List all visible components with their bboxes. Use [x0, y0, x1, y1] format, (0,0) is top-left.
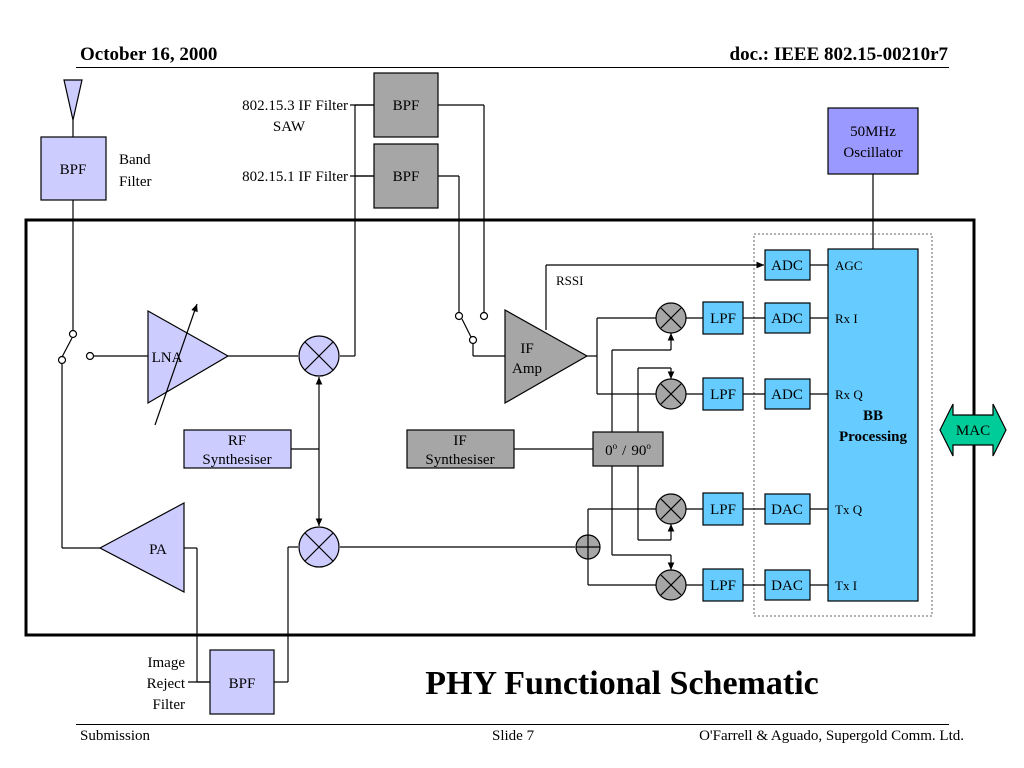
tx-summer	[575, 534, 601, 560]
image-reject-label-2: Reject	[147, 676, 186, 692]
footer-authors: O'Farrell & Aguado, Supergold Comm. Ltd.	[699, 728, 964, 744]
image-reject-bpf-block: BPF	[209, 649, 275, 715]
rf-synth-label-1: RF	[228, 433, 246, 449]
bt-bpf-label: BPF	[393, 169, 420, 185]
footer-rule	[76, 724, 949, 725]
svg-text:ADC: ADC	[771, 311, 803, 327]
lpf-tx-q: LPF	[702, 492, 744, 526]
agc-port-label: AGC	[835, 258, 862, 273]
rx-q-mixer	[655, 378, 687, 410]
svg-text:ADC: ADC	[771, 387, 803, 403]
image-reject-bpf-label: BPF	[229, 676, 256, 692]
footer-slide-number: Slide 7	[492, 728, 535, 744]
image-reject-label-1: Image	[148, 655, 186, 671]
band-filter-label-1: Band	[119, 152, 151, 168]
phase-0-degree: o	[613, 441, 618, 451]
pa-block: PA	[98, 501, 185, 593]
mac-label: MAC	[956, 423, 990, 439]
svg-text:DAC: DAC	[771, 578, 803, 594]
image-reject-label-3: Filter	[153, 697, 186, 713]
rx-i-port-label: Rx I	[835, 311, 858, 326]
bb-label-2: Processing	[839, 429, 908, 445]
oscillator-label-2: Oscillator	[843, 145, 902, 161]
header-doc-id: doc.: IEEE 802.15-00210r7	[729, 44, 949, 65]
band-filter-bpf-label: BPF	[60, 162, 87, 178]
antenna-icon	[63, 79, 83, 121]
bb-label-1: BB	[863, 408, 883, 424]
lpf-tx-i: LPF	[702, 568, 744, 602]
tx-rf-mixer	[298, 526, 340, 568]
svg-text:0o/90o: 0o/90o	[605, 441, 651, 459]
lpf-rx-i: LPF	[702, 301, 744, 335]
dac-tx-q: DAC	[764, 493, 811, 525]
rf-synthesiser-block: RF Synthesiser	[183, 429, 292, 469]
tx-i-mixer	[655, 569, 687, 601]
baseband-region	[753, 233, 933, 617]
band-filter-label-2: Filter	[119, 174, 152, 190]
oscillator-block: 50MHz Oscillator	[827, 107, 919, 175]
if-synthesiser-block: IF Synthesiser	[406, 429, 515, 469]
phase-90-label: 90	[631, 443, 646, 459]
lna-block: LNA	[147, 303, 230, 426]
signal-wires	[57, 104, 874, 683]
tx-i-port-label: Tx I	[835, 578, 857, 593]
saw-bpf-label: BPF	[393, 98, 420, 114]
phase-splitter-block: 0o/90o	[592, 431, 664, 467]
adc-rx-q: ADC	[764, 378, 811, 410]
slide-title: PHY Functional Schematic	[425, 665, 819, 702]
svg-text:DAC: DAC	[771, 502, 803, 518]
bt-bpf-block: BPF	[373, 143, 439, 209]
header-rule	[76, 67, 949, 68]
band-filter-block: BPF	[40, 136, 107, 201]
if-filter-saw-label-1: 802.15.3 IF Filter	[242, 98, 348, 114]
lna-label: LNA	[152, 350, 183, 366]
oscillator-label-1: 50MHz	[850, 124, 896, 140]
svg-text:LPF: LPF	[710, 502, 736, 518]
dac-tx-i: DAC	[764, 569, 811, 601]
rssi-label: RSSI	[556, 273, 583, 288]
bb-processing-block: AGC Rx I Rx Q Tx Q Tx I BB Processing	[827, 248, 919, 602]
rf-synth-label-2: Synthesiser	[202, 452, 271, 468]
header-date: October 16, 2000	[80, 44, 218, 65]
phase-90-degree: o	[646, 441, 651, 451]
if-amp-label-2: Amp	[512, 361, 542, 377]
if-amp-label-1: IF	[520, 341, 533, 357]
phase-0-label: 0	[605, 443, 613, 459]
saw-bpf-block: BPF	[373, 72, 439, 138]
tx-q-port-label: Tx Q	[835, 502, 863, 517]
tx-q-mixer	[655, 493, 687, 525]
if-synth-label-1: IF	[453, 433, 466, 449]
if-synth-label-2: Synthesiser	[425, 452, 494, 468]
footer-submission: Submission	[80, 728, 151, 744]
svg-text:ADC: ADC	[771, 258, 803, 274]
svg-text:LPF: LPF	[710, 578, 736, 594]
adc-agc: ADC	[764, 249, 811, 281]
rx-rf-mixer	[298, 335, 340, 377]
pa-label: PA	[149, 542, 167, 558]
lpf-rx-q: LPF	[702, 377, 744, 411]
adc-rx-i: ADC	[764, 302, 811, 334]
mac-interface-arrow: MAC	[939, 403, 1007, 457]
rx-q-port-label: Rx Q	[835, 387, 863, 402]
if-filter-saw-label-2: SAW	[273, 119, 306, 135]
svg-text:LPF: LPF	[710, 387, 736, 403]
phase-separator: /	[622, 443, 627, 459]
rx-i-mixer	[655, 302, 687, 334]
svg-text:LPF: LPF	[710, 311, 736, 327]
if-amp-block: IF Amp	[504, 308, 589, 405]
if-filter-802151-label: 802.15.1 IF Filter	[242, 169, 348, 185]
